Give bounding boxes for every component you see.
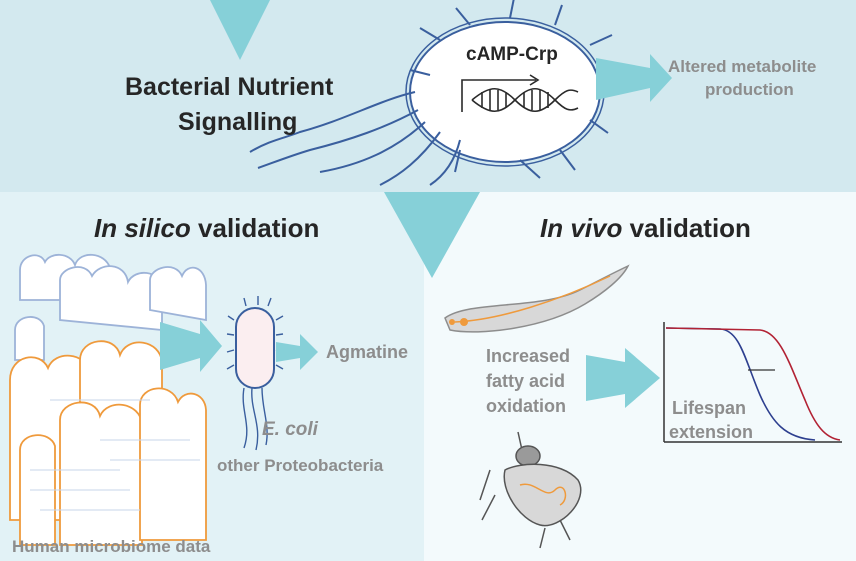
effect-line-1: Increased	[486, 346, 571, 366]
result-line-2: extension	[669, 422, 754, 442]
incoming-arrow	[210, 0, 270, 60]
outcome-line-2: production	[705, 80, 794, 99]
organism-group-label: other Proteobacteria	[217, 456, 384, 475]
in-vivo-heading-rest: validation	[622, 213, 751, 243]
result-line-1: Lifespan	[672, 398, 747, 418]
title-line-2: Signalling	[178, 108, 298, 136]
arrow-crowd-to-bacterium	[160, 320, 222, 372]
outcome-line-1: Altered metabolite	[668, 57, 817, 76]
survival-plot	[663, 322, 842, 443]
agmatine-label: Agmatine	[326, 342, 409, 362]
in-silico-heading-rest: validation	[190, 213, 320, 243]
arrow-to-lifespan	[586, 348, 660, 408]
in-vivo-heading: In vivo validation	[540, 213, 751, 244]
in-silico-heading: In silico validation	[94, 213, 319, 244]
e-coli-illustration	[226, 296, 284, 451]
fly-illustration	[479, 431, 582, 549]
in-vivo-heading-italic: In vivo	[540, 213, 623, 243]
control-survival-curve	[665, 327, 816, 441]
data-source-label: Human microbiome data	[12, 537, 211, 556]
treated-survival-curve	[665, 327, 841, 441]
split-arrow	[384, 192, 480, 278]
title-line-1: Bacterial Nutrient	[125, 73, 334, 101]
worm-illustration	[444, 264, 630, 333]
in-silico-heading-italic: In silico	[94, 213, 191, 243]
arrow-to-agmatine	[276, 334, 318, 370]
effect-line-3: oxidation	[486, 396, 566, 416]
human-crowd-illustration	[9, 253, 207, 546]
organism-label: E. coli	[262, 419, 318, 440]
effect-line-2: fatty acid	[486, 371, 566, 391]
arrow-to-metabolite	[596, 54, 672, 102]
dna-helix-icon	[461, 74, 579, 113]
regulator-label: cAMP-Crp	[466, 44, 558, 65]
